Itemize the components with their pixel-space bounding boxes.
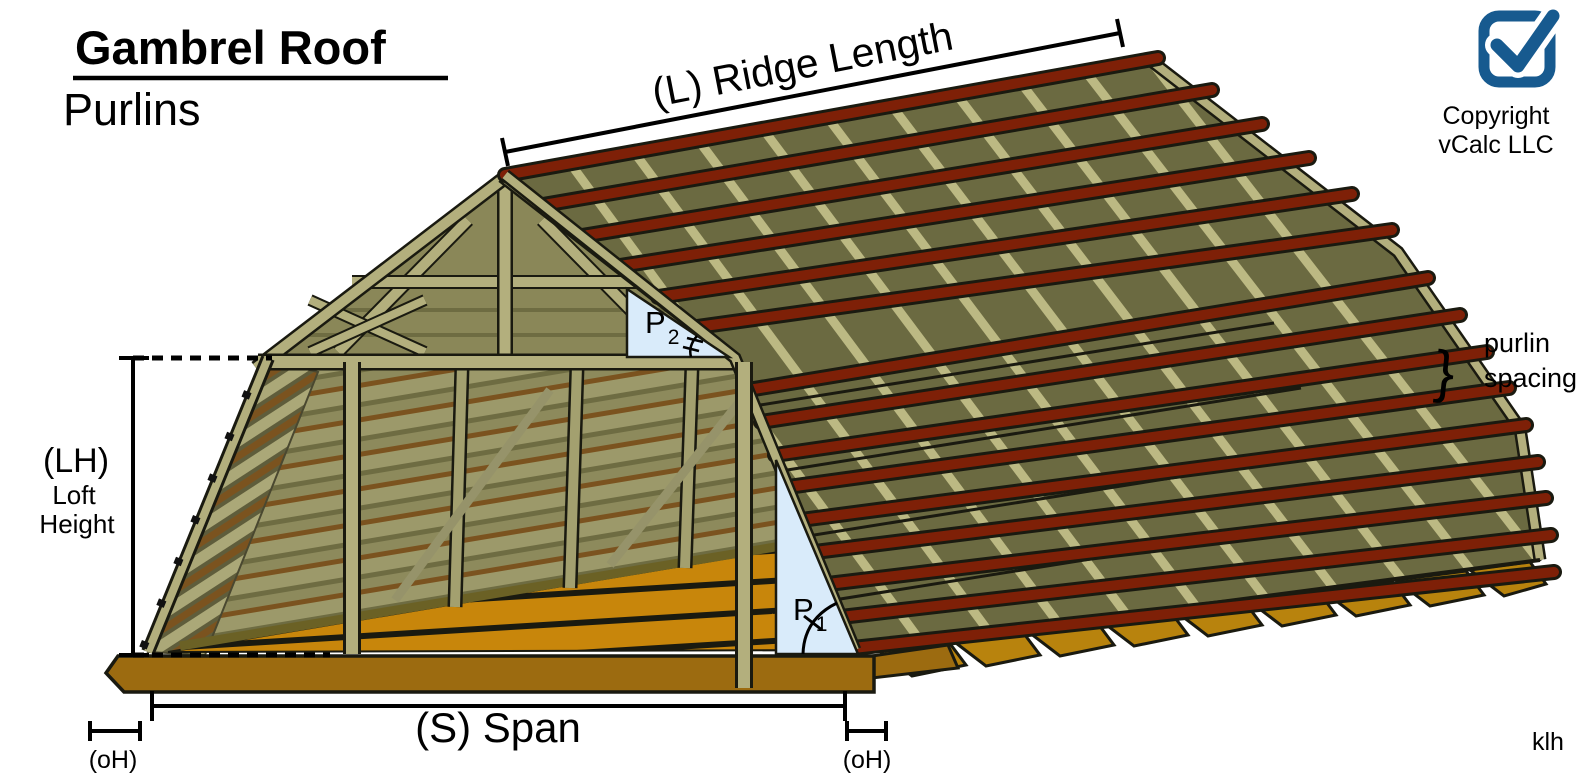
overhang-right-label: (oH): [843, 746, 892, 774]
wall-brace: [606, 392, 749, 568]
page-subtitle: Purlins: [63, 84, 201, 135]
copyright-line2: vCalc LLC: [1438, 131, 1553, 159]
signature: klh: [1532, 728, 1564, 756]
purlin: [836, 530, 1556, 622]
vcalc-logo-icon: [1478, 4, 1565, 88]
pitch-triangle-p1: P1: [774, 459, 860, 656]
p2-label: P2: [645, 305, 679, 349]
purlin: [848, 567, 1559, 653]
wall-studs: [391, 365, 749, 608]
p1-angle-tick: [803, 614, 823, 632]
p2-angle-tick: [682, 345, 700, 353]
overhang-left-label: (oH): [89, 746, 138, 774]
ridge-dim-line: [504, 31, 1121, 154]
purlin: [770, 347, 1492, 460]
purlin: [615, 153, 1314, 271]
left-upper-rafter: [252, 172, 511, 372]
ridge-dim-tick: [500, 137, 510, 167]
purlin: [796, 420, 1531, 525]
pitch-triangle-p2: P2: [625, 286, 734, 359]
p2-triangle: [625, 286, 734, 359]
loft-height-word2-label: Height: [39, 509, 115, 539]
rafter: [888, 103, 1270, 602]
p2-angle-arc-icon: [689, 335, 698, 358]
purlin: [743, 273, 1433, 395]
loft-height-dimension: (LH) Loft Height: [39, 355, 330, 658]
rafter: [759, 126, 1133, 621]
purlin-spacing-label-line2: spacing: [1484, 363, 1577, 393]
p1-triangle: [774, 459, 860, 656]
overhang-right-dimension: (oH): [843, 721, 892, 774]
span-label: (S) Span: [415, 704, 581, 751]
purlin: [823, 493, 1551, 589]
purlin: [500, 53, 1163, 180]
purlin: [756, 310, 1465, 427]
rafter: [695, 138, 1065, 630]
logo-check: [1490, 9, 1560, 73]
p2-angle-tick: [686, 336, 704, 344]
logo-box: [1478, 10, 1556, 88]
rafters: [566, 60, 1540, 649]
purlin: [692, 225, 1397, 332]
page-title: Gambrel Roof: [75, 21, 386, 74]
p1-label: P1: [793, 592, 827, 636]
purlin: [783, 383, 1514, 492]
foundation-slab: [103, 654, 876, 694]
board-line: [753, 321, 1275, 408]
rafter: [1082, 69, 1476, 575]
purlin: [538, 85, 1217, 210]
wall-stud: [565, 365, 582, 589]
copyright-line1: Copyright: [1443, 102, 1550, 130]
overhang-left-dimension: (oH): [88, 721, 142, 774]
wall-stud: [450, 365, 467, 608]
rafter: [630, 149, 996, 639]
front-gable-truss: [251, 170, 755, 374]
purlin-spacing-label-line1: purlin: [1484, 328, 1550, 358]
board-line: [780, 386, 1302, 473]
loft-height-word1-label: Loft: [52, 480, 96, 510]
left-eave-barge: [144, 356, 272, 654]
span-dimension: (S) Span: [150, 691, 847, 751]
truss-x-brace: [308, 296, 427, 356]
purlin: [577, 119, 1267, 241]
purlin: [810, 457, 1543, 557]
purlins: [497, 50, 1562, 656]
wall-brace: [391, 387, 554, 603]
purlin: [653, 189, 1357, 302]
ridge-dim-tick: [1115, 18, 1125, 48]
loft-height-abbr-label: (LH): [43, 442, 109, 480]
truss-members: [251, 170, 755, 374]
rafter: [1146, 60, 1540, 565]
